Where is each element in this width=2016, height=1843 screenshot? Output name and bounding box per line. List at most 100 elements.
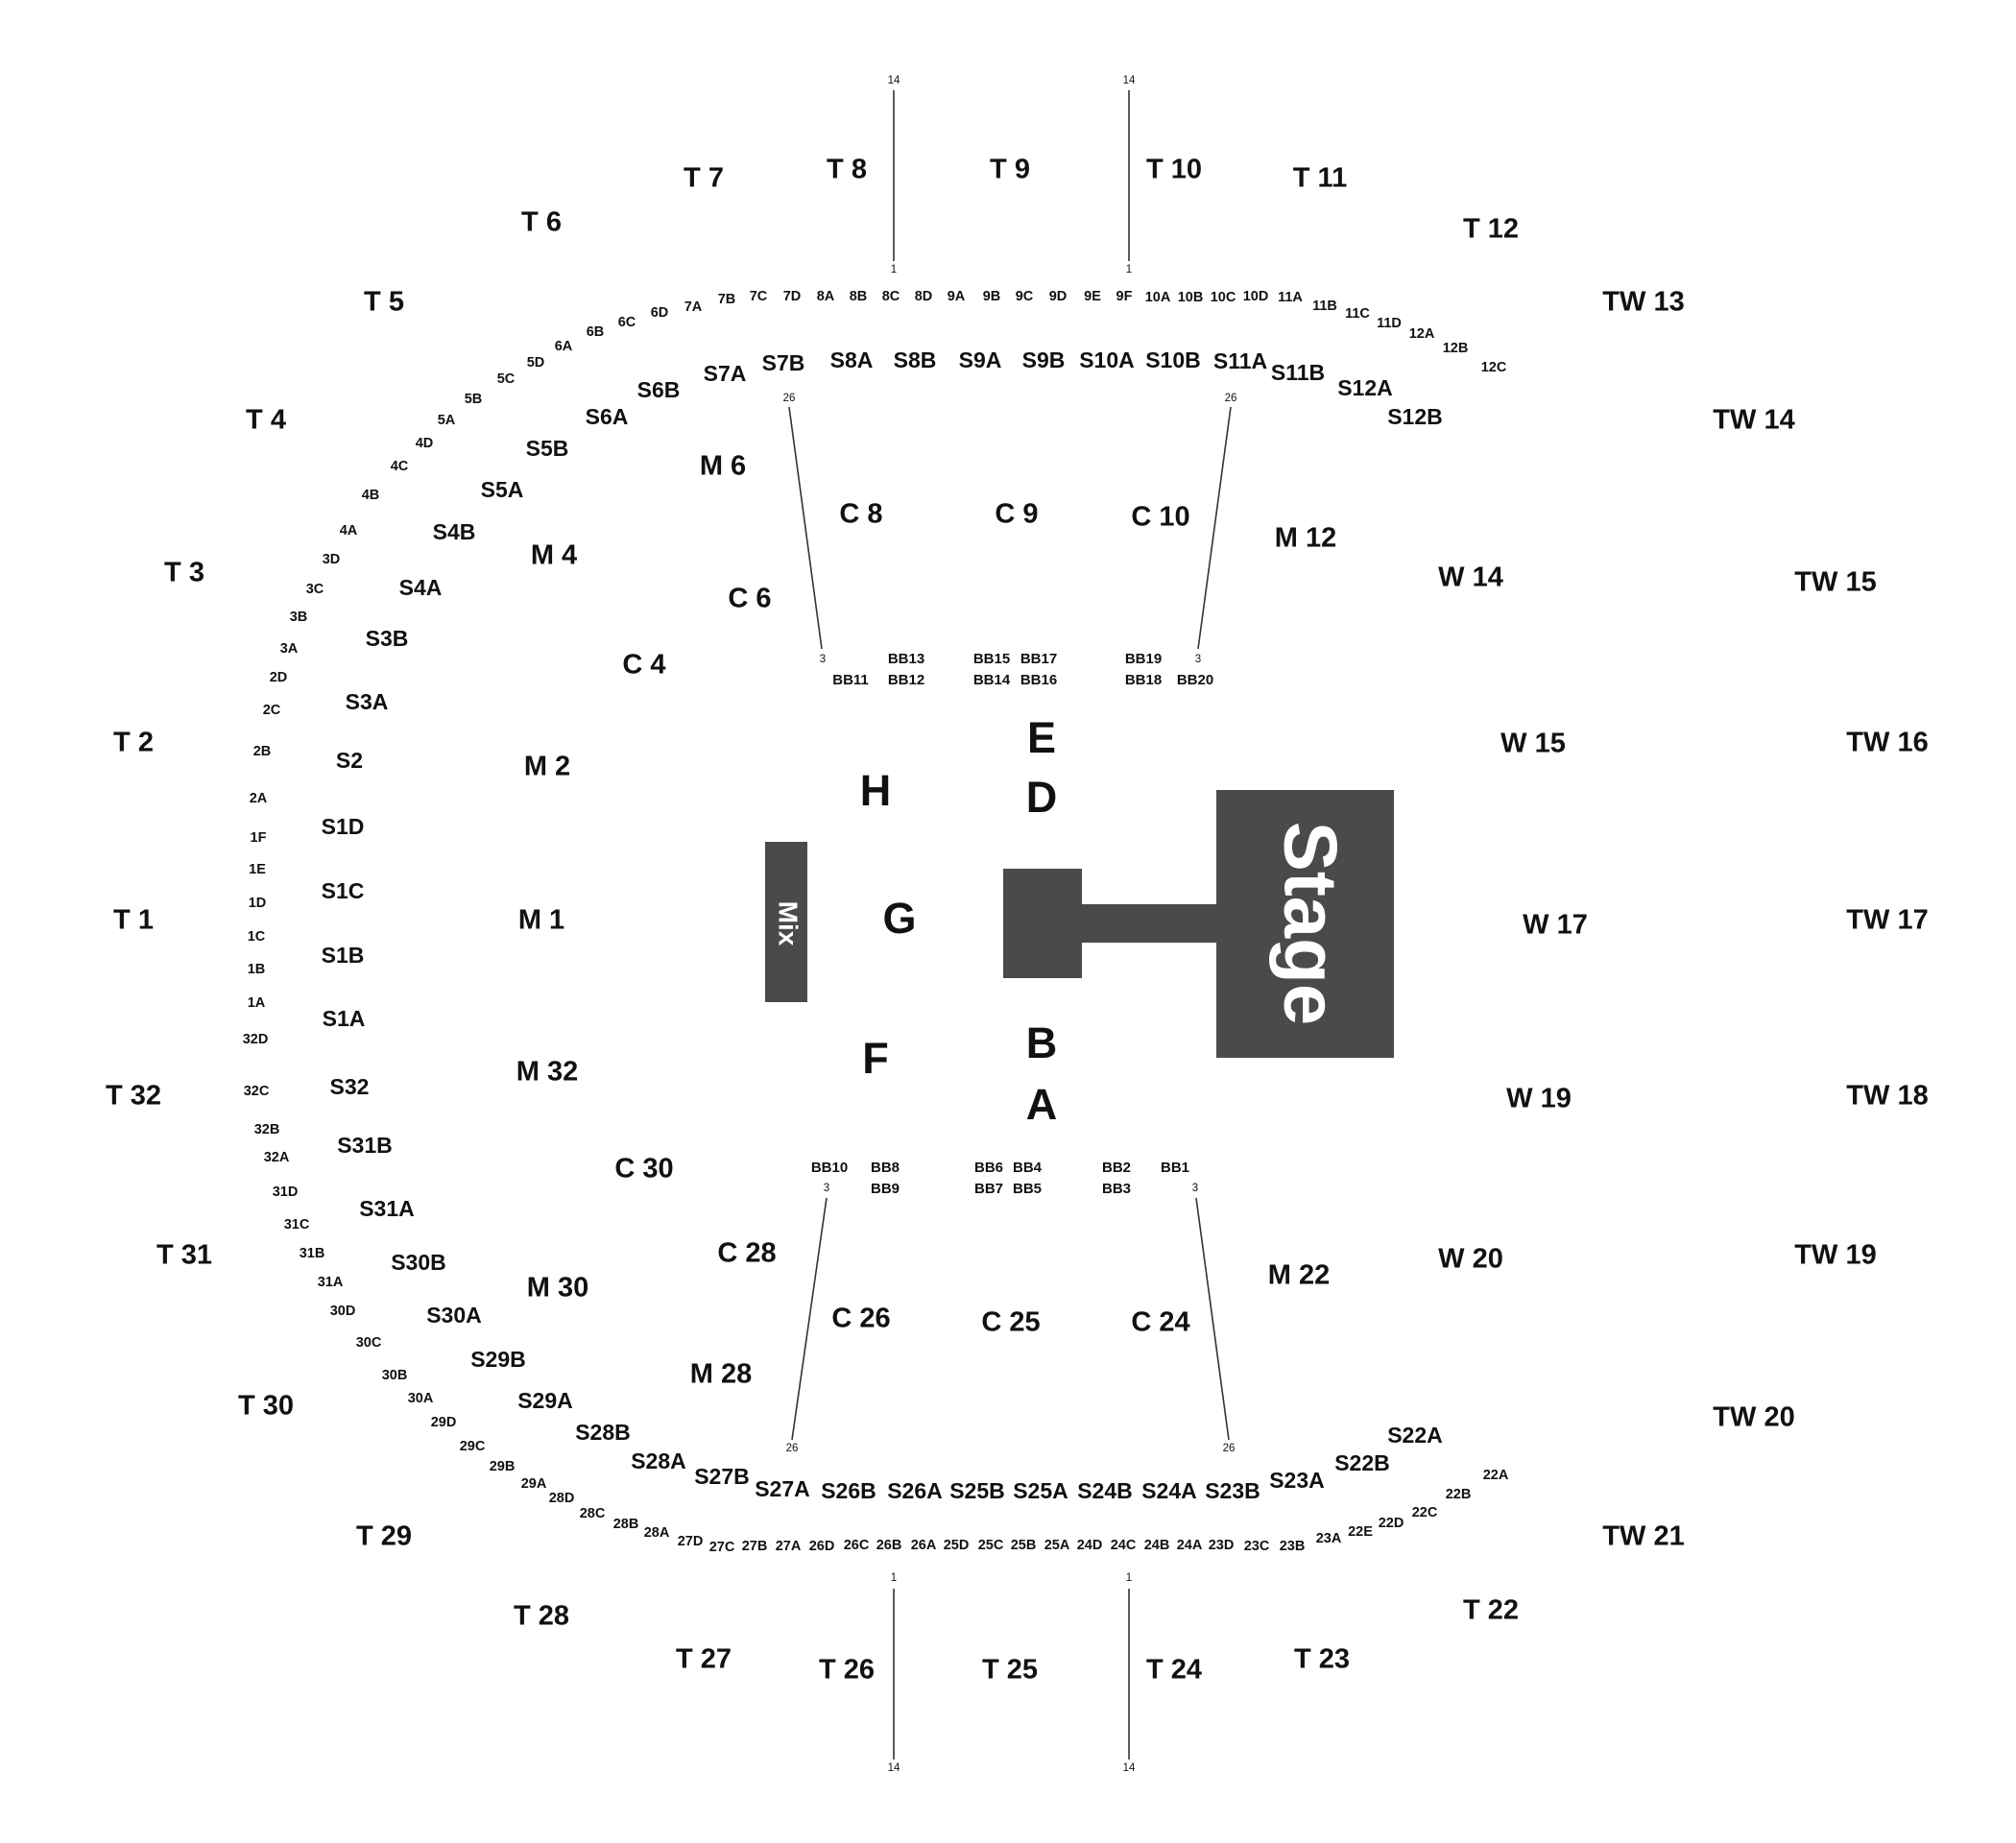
upper-section[interactable]: T 22 [1463, 1595, 1519, 1626]
upper-section[interactable]: T 30 [238, 1391, 294, 1422]
row-label[interactable]: 25B [1011, 1538, 1037, 1553]
row-label[interactable]: 10B [1178, 290, 1204, 305]
middle-section[interactable]: M 28 [690, 1359, 752, 1390]
row-label[interactable]: 31D [273, 1185, 299, 1200]
suite[interactable]: S29B [470, 1347, 526, 1372]
upper-section[interactable]: T 1 [113, 905, 154, 936]
suite[interactable]: S10A [1079, 347, 1135, 372]
wing-section[interactable]: W 14 [1438, 562, 1503, 593]
box-seat[interactable]: BB10 [811, 1160, 848, 1176]
floor-section-b[interactable]: B [1026, 1018, 1058, 1067]
suite[interactable]: S29A [517, 1388, 573, 1413]
suite[interactable]: S3A [346, 689, 389, 714]
floor-section-e[interactable]: E [1027, 713, 1056, 762]
row-label[interactable]: 22C [1412, 1505, 1438, 1520]
floor-section-h[interactable]: H [860, 766, 892, 815]
suite[interactable]: S31A [359, 1196, 415, 1221]
middle-section[interactable]: M 1 [518, 905, 564, 936]
row-label[interactable]: 22E [1348, 1524, 1373, 1540]
box-seat[interactable]: BB20 [1177, 672, 1213, 688]
wing-section[interactable]: W 17 [1523, 910, 1588, 941]
row-label[interactable]: 6A [555, 339, 573, 354]
row-label[interactable]: 9A [948, 289, 966, 304]
middle-section[interactable]: M 22 [1268, 1260, 1330, 1291]
row-label[interactable]: 27B [742, 1539, 768, 1554]
row-label[interactable]: 26B [876, 1538, 902, 1553]
suite[interactable]: S27A [755, 1476, 810, 1501]
upper-section[interactable]: TW 20 [1713, 1402, 1794, 1433]
suite[interactable]: S25B [949, 1478, 1005, 1503]
row-label[interactable]: 31B [300, 1246, 325, 1261]
row-label[interactable]: 4D [416, 436, 434, 451]
row-label[interactable]: 25D [944, 1538, 970, 1553]
suite[interactable]: S1B [322, 943, 365, 968]
suite[interactable]: S28B [575, 1420, 631, 1445]
row-label[interactable]: 23D [1209, 1538, 1235, 1553]
row-label[interactable]: 2A [250, 791, 268, 806]
floor-section-g[interactable]: G [882, 894, 916, 943]
upper-section[interactable]: TW 21 [1602, 1521, 1684, 1552]
box-seat[interactable]: BB1 [1161, 1160, 1189, 1176]
row-label[interactable]: 29A [521, 1476, 547, 1492]
row-label[interactable]: 32B [254, 1122, 280, 1137]
club-section[interactable]: C 28 [717, 1238, 776, 1269]
row-label[interactable]: 28D [549, 1491, 575, 1506]
row-label[interactable]: 28C [580, 1506, 606, 1521]
row-label[interactable]: 1B [248, 962, 266, 977]
suite[interactable]: S31B [337, 1133, 393, 1158]
suite[interactable]: S9B [1022, 347, 1066, 372]
row-label[interactable]: 6D [651, 305, 669, 321]
upper-section[interactable]: T 31 [156, 1240, 212, 1271]
row-label[interactable]: 10C [1211, 290, 1236, 305]
upper-section[interactable]: TW 15 [1794, 567, 1876, 598]
middle-section[interactable]: M 12 [1275, 523, 1336, 554]
upper-section[interactable]: T 26 [819, 1655, 875, 1686]
row-label[interactable]: 22B [1446, 1487, 1472, 1502]
floor-section-f[interactable]: F [862, 1034, 889, 1083]
suite[interactable]: S24A [1141, 1478, 1197, 1503]
row-label[interactable]: 27D [678, 1534, 704, 1549]
suite[interactable]: S26A [887, 1478, 943, 1503]
suite[interactable]: S26B [821, 1478, 876, 1503]
row-label[interactable]: 8C [882, 289, 900, 304]
upper-section[interactable]: TW 18 [1846, 1081, 1928, 1112]
upper-section[interactable]: T 25 [982, 1655, 1038, 1686]
club-section[interactable]: C 8 [839, 499, 882, 530]
suite[interactable]: S6A [586, 404, 629, 429]
row-label[interactable]: 10D [1243, 289, 1269, 304]
row-label[interactable]: 29B [490, 1459, 516, 1474]
club-section[interactable]: C 9 [995, 499, 1038, 530]
suite[interactable]: S32 [330, 1074, 370, 1099]
row-label[interactable]: 24C [1111, 1538, 1137, 1553]
upper-section[interactable]: TW 16 [1846, 728, 1928, 758]
suite[interactable]: S27B [694, 1464, 750, 1489]
row-label[interactable]: 4C [391, 459, 409, 474]
upper-section[interactable]: T 6 [521, 207, 562, 238]
row-label[interactable]: 24D [1077, 1538, 1103, 1553]
row-label[interactable]: 11D [1377, 316, 1402, 331]
stage[interactable]: Stage [1003, 790, 1394, 1058]
row-label[interactable]: 31C [284, 1217, 310, 1233]
club-section[interactable]: C 25 [981, 1307, 1040, 1338]
suite[interactable]: S11A [1213, 348, 1267, 373]
box-seat[interactable]: BB17 [1020, 651, 1057, 667]
suite[interactable]: S7B [762, 350, 805, 375]
row-label[interactable]: 2B [253, 744, 272, 759]
row-label[interactable]: 25C [978, 1538, 1004, 1553]
row-label[interactable]: 3A [280, 641, 299, 657]
box-seat[interactable]: BB8 [871, 1160, 900, 1176]
row-label[interactable]: 4B [362, 488, 380, 503]
row-label[interactable]: 27A [776, 1539, 802, 1554]
row-label[interactable]: 31A [318, 1275, 344, 1290]
box-seat[interactable]: BB2 [1102, 1160, 1131, 1176]
middle-section[interactable]: M 30 [527, 1273, 588, 1304]
row-label[interactable]: 2D [270, 670, 288, 685]
row-label[interactable]: 6B [587, 324, 605, 340]
box-seat[interactable]: BB15 [973, 651, 1010, 667]
suite[interactable]: S1A [323, 1006, 366, 1031]
wing-section[interactable]: W 15 [1500, 729, 1566, 759]
suite[interactable]: S5A [481, 477, 524, 502]
upper-section[interactable]: T 24 [1146, 1655, 1202, 1686]
row-label[interactable]: 1F [251, 830, 267, 846]
row-label[interactable]: 4A [340, 523, 358, 539]
